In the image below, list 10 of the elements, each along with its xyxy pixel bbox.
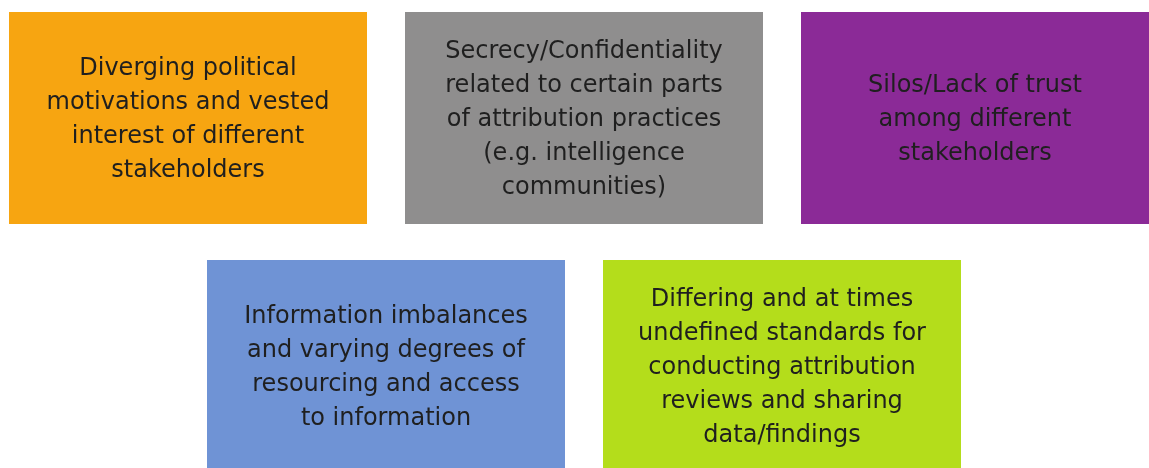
colored-box — [405, 12, 763, 224]
colored-box — [801, 12, 1149, 224]
colored-box — [9, 12, 367, 224]
box-text: Secrecy/Confidentiality related to certain parts of attribution practices (e.g. intelligence communities) — [444, 35, 724, 202]
box-text: Diverging political motivations and vested interest of different stakeholders — [45, 52, 331, 185]
box-text: Differing and at times undefined standards for conducting attribution reviews and sharing data/findings — [637, 283, 927, 450]
colored-box — [207, 260, 565, 468]
box-text: Information imbalances and varying degrees of resourcing and access to information — [243, 300, 529, 433]
colored-box — [603, 260, 961, 468]
box-text: Silos/Lack of trust among different stakeholders — [867, 69, 1083, 168]
